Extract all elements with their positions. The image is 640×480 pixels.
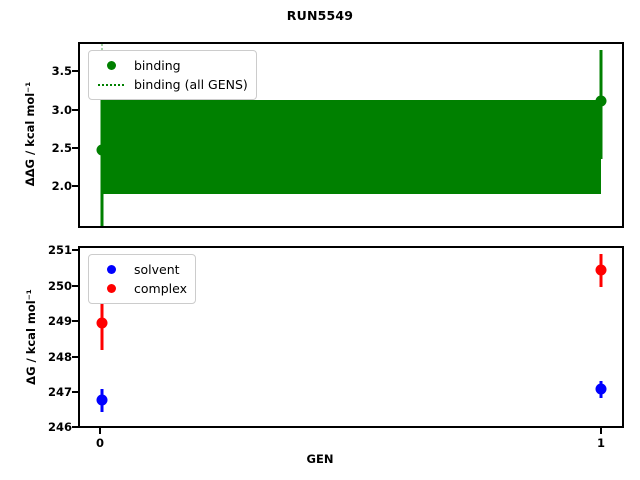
top-panel-ylabel: ΔΔG / kcal mol⁻¹	[23, 81, 37, 187]
ytick-mark	[72, 70, 78, 72]
ytick-mark	[72, 249, 78, 251]
top-panel-axes: binding binding (all GENS)	[78, 42, 624, 228]
ytick-mark	[72, 109, 78, 111]
ytick-label: 2.5	[51, 141, 72, 155]
legend-item-binding-all-gens[interactable]: binding (all GENS)	[96, 75, 248, 94]
binding-all-gens-band	[102, 100, 601, 194]
ytick-label: 3.5	[51, 64, 72, 78]
legend-marker-dot-icon	[96, 61, 126, 70]
ytick-mark	[72, 426, 78, 428]
binding-errorbar-gen0	[100, 100, 104, 226]
xtick-mark	[600, 428, 602, 434]
ytick-label: 251	[47, 243, 72, 257]
binding-marker-gen0	[96, 144, 108, 156]
legend-label: complex	[134, 281, 187, 296]
ytick-label: 250	[47, 279, 72, 293]
figure-title: RUN5549	[286, 8, 354, 23]
ytick-label: 248	[47, 350, 72, 364]
legend-label: binding (all GENS)	[134, 77, 248, 92]
legend-marker-dot-icon	[96, 284, 126, 293]
legend-label: binding	[134, 58, 181, 73]
complex-marker-gen1	[595, 264, 607, 276]
bottom-panel-axes: solvent complex	[78, 246, 624, 428]
x-axis-label: GEN	[306, 452, 334, 466]
bottom-panel-ylabel: ΔG / kcal mol⁻¹	[24, 289, 38, 385]
legend-label: solvent	[134, 262, 180, 277]
legend-item-complex[interactable]: complex	[96, 279, 187, 298]
solvent-marker-gen0	[96, 394, 108, 406]
ytick-label: 249	[47, 314, 72, 328]
top-panel-legend[interactable]: binding binding (all GENS)	[88, 50, 257, 100]
xtick-mark	[99, 428, 101, 434]
ytick-mark	[72, 391, 78, 393]
ytick-mark	[72, 185, 78, 187]
binding-marker-gen1	[595, 95, 607, 107]
ytick-mark	[72, 285, 78, 287]
ytick-label: 247	[47, 385, 72, 399]
ytick-mark	[72, 320, 78, 322]
ytick-mark	[72, 147, 78, 149]
ytick-label: 246	[47, 420, 72, 434]
solvent-marker-gen1	[595, 383, 607, 395]
legend-item-solvent[interactable]: solvent	[96, 260, 187, 279]
ytick-mark	[72, 356, 78, 358]
xtick-label: 1	[596, 436, 606, 450]
legend-marker-dot-icon	[96, 265, 126, 274]
ytick-label: 2.0	[51, 179, 72, 193]
complex-marker-gen0	[96, 317, 108, 329]
bottom-panel-legend[interactable]: solvent complex	[88, 254, 196, 304]
legend-dotted-line-icon	[96, 83, 126, 86]
xtick-label: 0	[95, 436, 105, 450]
ytick-label: 3.0	[51, 103, 72, 117]
legend-item-binding[interactable]: binding	[96, 56, 248, 75]
